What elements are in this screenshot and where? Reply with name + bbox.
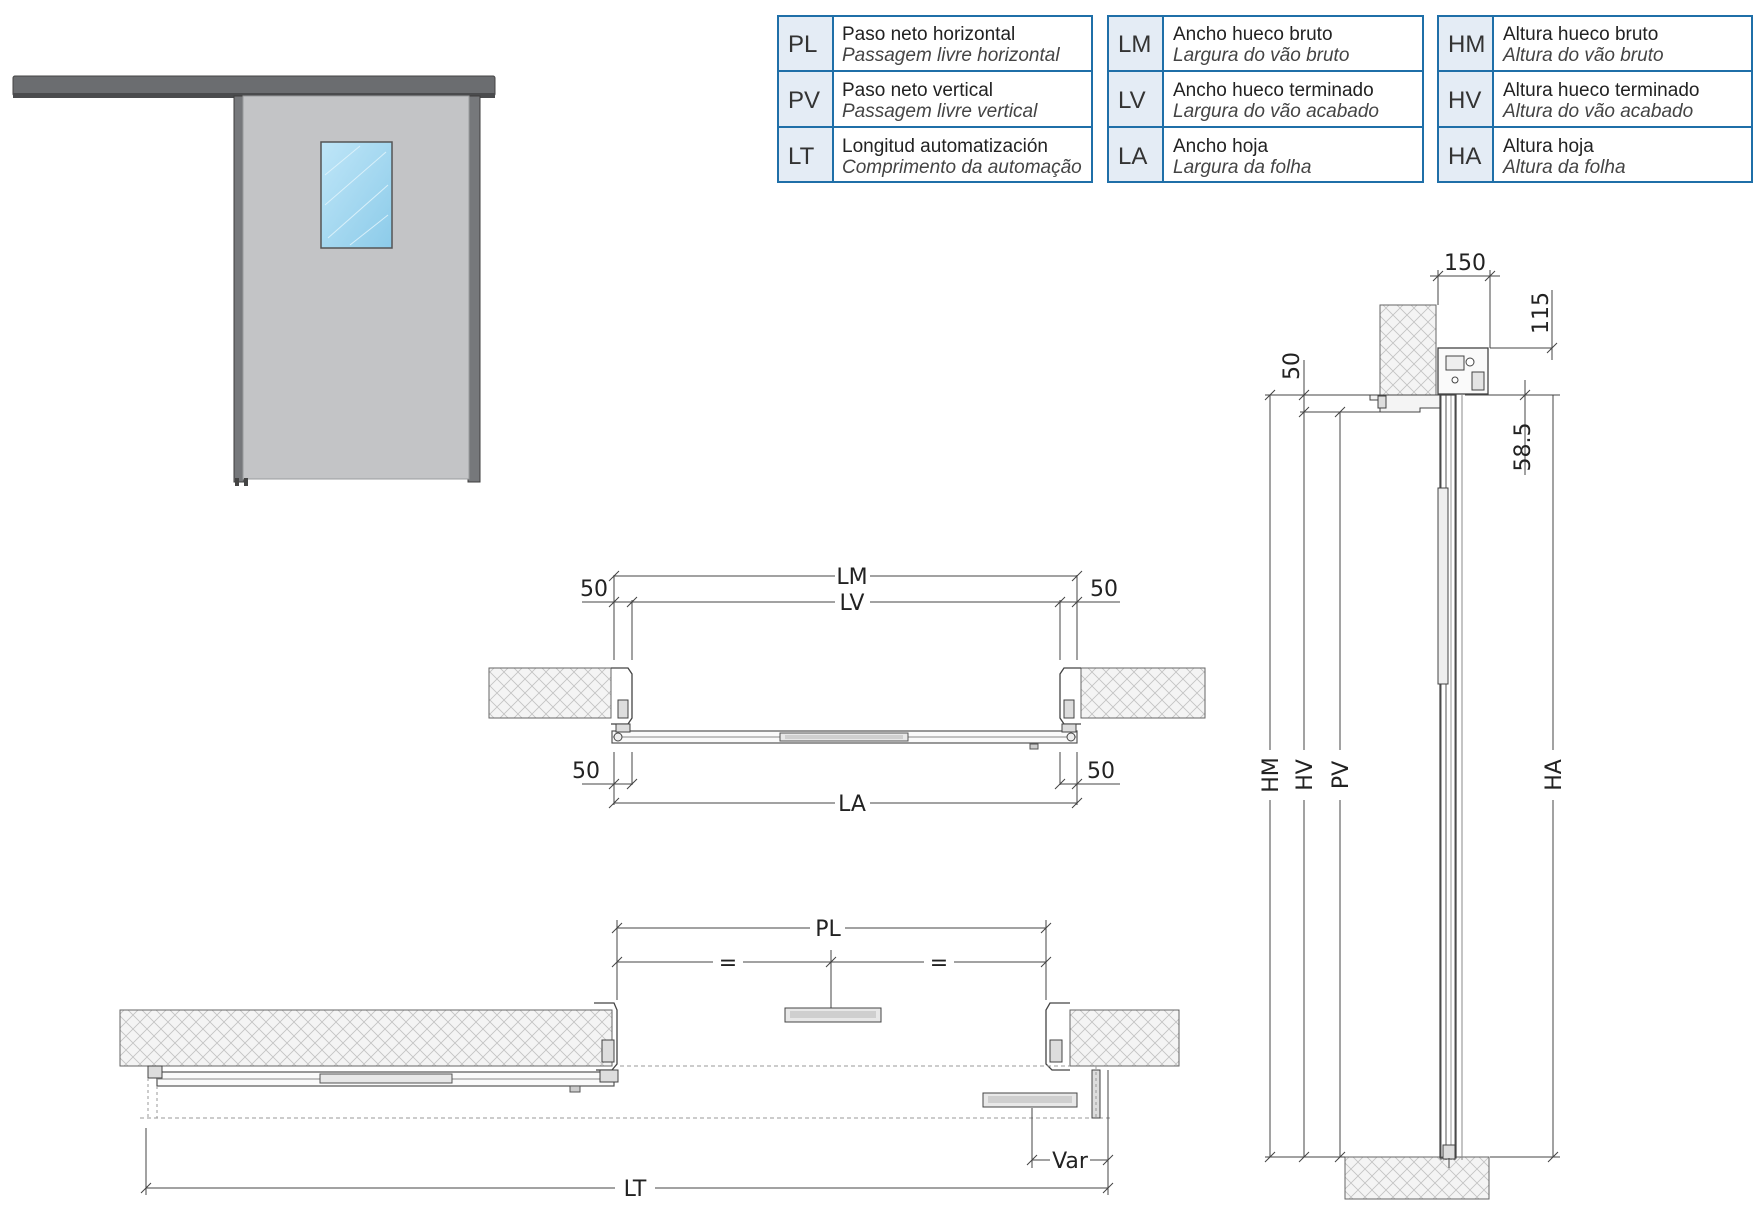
legend-label-es: Ancho hueco terminado [1173,80,1374,101]
legend-label-es: Ancho hueco bruto [1173,24,1333,45]
door-window [320,141,393,249]
legend-label-es: Longitud automatización [842,136,1048,157]
dim-label-pl: PL [815,917,841,942]
dim-label-la: LA [838,792,866,817]
legend-code: PV [788,87,820,114]
floor-slab [1344,1156,1490,1200]
dim-label-50: 50 [580,577,608,602]
legend-label-pt: Comprimento da automação [842,157,1082,178]
legend-code: PL [788,31,817,58]
legend-label-es: Paso neto horizontal [842,24,1015,45]
legend-code: HM [1448,31,1485,58]
dim-label-50: 50 [1087,759,1115,784]
legend-table-3: HM Altura hueco bruto Altura do vão brut… [1437,15,1753,183]
legend-label-es: Ancho hoja [1173,136,1269,157]
door-frame-right [467,95,481,483]
legend-code: HA [1448,143,1481,170]
dim-label-50: 50 [1090,577,1118,602]
dim-label-150: 150 [1444,251,1486,276]
wall-right [1080,667,1206,719]
lintel-wall [1379,304,1437,396]
legend-code: LA [1118,143,1147,170]
dim-label-115: 115 [1529,292,1554,334]
door-illustration [12,75,496,486]
legend-label-es: Altura hueco terminado [1503,80,1699,101]
legend-code: LV [1118,87,1146,114]
legend-label-pt: Altura do vão bruto [1502,45,1664,66]
legend-table-1: PL Paso neto horizontal Passagem livre h… [777,15,1093,183]
dim-label-eq: = [719,951,737,976]
legend-label-pt: Largura do vão bruto [1173,45,1349,66]
dim-label-lm: LM [836,565,867,590]
legend-label-pt: Largura do vão acabado [1173,101,1379,122]
dim-label-pv: PV [1329,761,1354,789]
legend-code: LM [1118,31,1151,58]
dim-label-lt: LT [624,1177,647,1202]
section-view [1344,304,1490,1200]
plan-view-open [119,1002,1180,1119]
legend-label-pt: Altura do vão acabado [1502,101,1693,122]
plan-view-closed [488,667,1206,750]
legend-table-2: LM Ancho hueco bruto Largura do vão brut… [1107,15,1424,183]
legend-code: LT [788,143,815,170]
legend-code: HV [1448,87,1481,114]
dim-label-hv: HV [1293,759,1318,791]
plan-dimensions [582,570,1120,809]
legend-label-pt: Passagem livre horizontal [842,45,1060,66]
wall-left [488,667,612,719]
legend-label-es: Altura hueco bruto [1503,24,1658,45]
dim-label-eq: = [930,951,948,976]
legend-label-pt: Passagem livre vertical [842,101,1038,122]
legend-label-es: Paso neto vertical [842,80,993,101]
section-dimensions [1264,270,1560,1163]
dim-label-hm: HM [1259,757,1284,793]
wall-right-short [1069,1009,1180,1067]
dim-label-50: 50 [572,759,600,784]
legend-label-pt: Largura da folha [1173,157,1311,178]
dim-label-58-5: 58.5 [1511,423,1536,472]
wall-left-long [119,1009,613,1067]
dim-label-ha: HA [1542,759,1567,791]
dim-label-50: 50 [1280,352,1305,380]
legend-label-es: Altura hoja [1503,136,1594,157]
open-dimensions [140,920,1114,1195]
dim-label-var: Var [1052,1149,1089,1174]
legend-label-pt: Altura da folha [1502,157,1626,178]
dim-label-lv: LV [840,591,865,616]
